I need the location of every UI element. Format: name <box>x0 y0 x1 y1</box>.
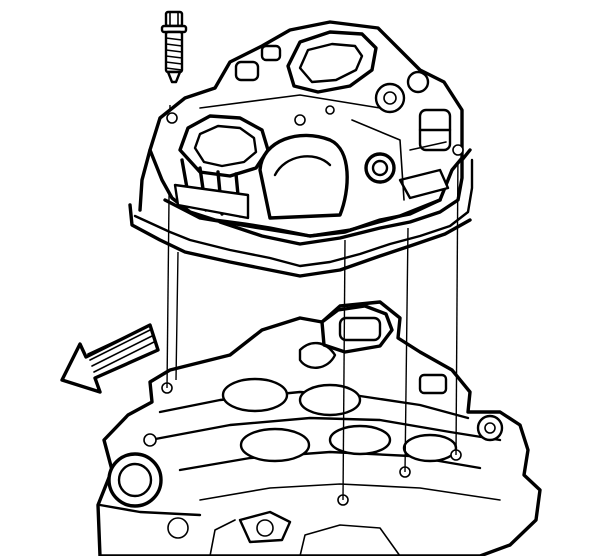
alignment-guide <box>404 227 409 473</box>
direction-arrow <box>60 323 160 394</box>
lower-intake-manifold <box>96 300 542 556</box>
upper-intake-manifold <box>148 20 464 238</box>
alignment-guide <box>175 251 179 381</box>
bolt <box>160 10 188 84</box>
alignment-guide <box>342 239 346 501</box>
